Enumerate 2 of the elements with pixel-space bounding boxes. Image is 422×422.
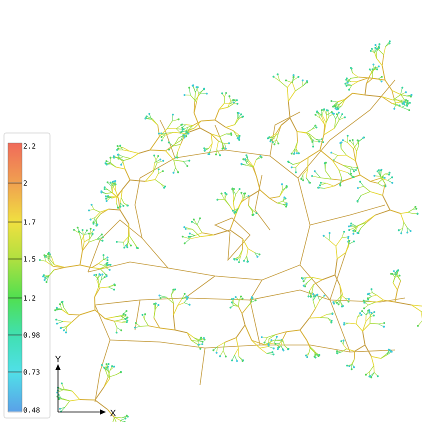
axis-label: Y	[55, 356, 61, 362]
axis-label: X	[110, 410, 116, 416]
